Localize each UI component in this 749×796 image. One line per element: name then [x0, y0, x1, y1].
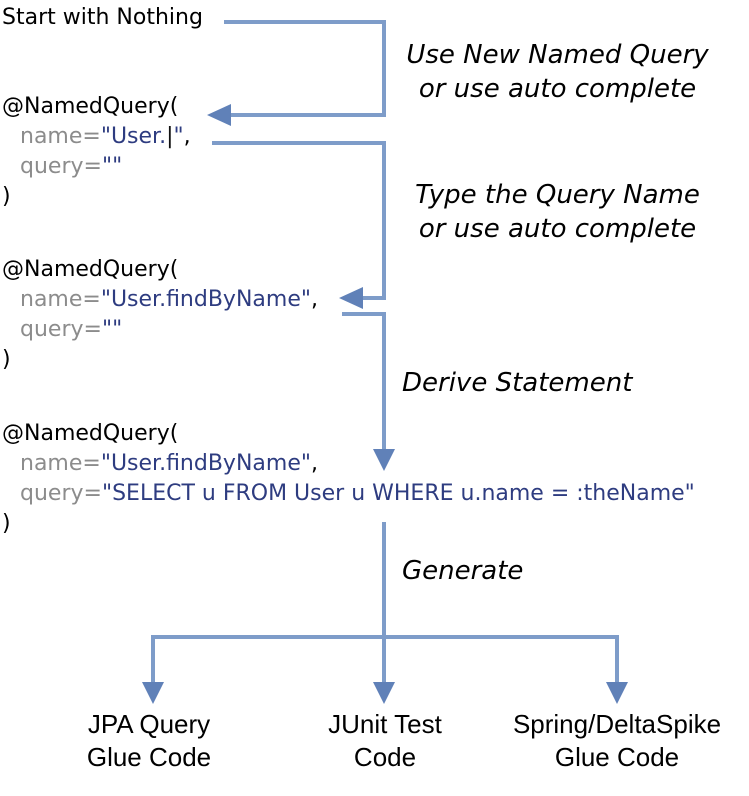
code-line: ) [2, 182, 191, 212]
code-line: query="" [2, 152, 191, 182]
output-label-line: Glue Code [86, 742, 212, 772]
code-block-1: @NamedQuery( name="User.|", query="" ) [2, 92, 191, 212]
code-line: ) [2, 509, 695, 539]
code-line: name="User.findByName", [2, 285, 318, 315]
text-cursor: | [166, 124, 174, 149]
code-token-name-string: "User. [100, 124, 167, 149]
output-label-line: Glue Code [554, 742, 680, 772]
code-token-query-string: "SELECT u FROM User u WHERE u.name = :th… [101, 481, 695, 506]
arrowhead-down-left-icon [142, 682, 164, 704]
code-line: name="User.findByName", [2, 449, 695, 479]
code-token-name-string: "User.findByName" [100, 287, 311, 312]
annotation-line: or use auto complete [418, 214, 697, 244]
code-token-name-key: name= [20, 451, 101, 476]
code-token-query-key: query= [20, 154, 102, 179]
code-token-name-string: "User.findByName" [100, 451, 311, 476]
code-token-query-string: "" [101, 317, 123, 342]
code-token-close-paren: ) [2, 347, 11, 372]
code-line: @NamedQuery( [2, 255, 318, 285]
code-token-name-string: " [173, 124, 184, 149]
code-token-query-string: "" [101, 154, 123, 179]
code-line: @NamedQuery( [2, 419, 695, 449]
connector-start-to-block1 [224, 20, 386, 117]
annotation-line: Type the Query Name [415, 180, 700, 210]
code-token-comma: , [310, 451, 318, 476]
code-token-name-key: name= [20, 124, 101, 149]
code-line: query="" [2, 315, 318, 345]
output-jpa-query-glue-code: JPA Query Glue Code [29, 708, 269, 774]
annotation-line: or use auto complete [418, 74, 697, 104]
annotation-derive-statement: Derive Statement [402, 368, 633, 398]
code-line: @NamedQuery( [2, 92, 191, 122]
output-label-line: JPA Query [87, 709, 211, 739]
output-label-line: Spring/DeltaSpike [512, 709, 722, 739]
output-label-line: Code [353, 742, 417, 772]
code-token-query-key: query= [20, 481, 102, 506]
code-block-2: @NamedQuery( name="User.findByName", que… [2, 255, 318, 375]
code-token-close-paren: ) [2, 511, 11, 536]
code-token-name-key: name= [20, 287, 101, 312]
code-line: name="User.|", [2, 122, 191, 152]
output-spring-deltaspike-glue-code: Spring/DeltaSpike Glue Code [477, 708, 749, 774]
code-token-close-paren: ) [2, 184, 11, 209]
annotation-generate: Generate [402, 556, 524, 586]
annotation-use-new-named-query: Use New Named Query or use auto complete [390, 38, 725, 106]
arrowhead-left-block1-icon [207, 104, 231, 126]
code-line: ) [2, 345, 318, 375]
code-block-3: @NamedQuery( name="User.findByName", que… [2, 419, 695, 539]
arrowhead-down-middle-icon [373, 682, 395, 704]
arrowhead-left-block2-icon [339, 287, 363, 309]
start-label: Start with Nothing [2, 5, 203, 30]
output-junit-test-code: JUnit Test Code [265, 708, 505, 774]
code-token-annotation: @NamedQuery( [2, 421, 179, 446]
code-line: query="SELECT u FROM User u WHERE u.name… [2, 479, 695, 509]
code-token-comma: , [183, 124, 191, 149]
arrowhead-down-right-icon [606, 682, 628, 704]
code-token-comma: , [310, 287, 318, 312]
output-label-line: JUnit Test [328, 709, 442, 739]
code-token-query-key: query= [20, 317, 102, 342]
code-token-annotation: @NamedQuery( [2, 257, 179, 282]
annotation-line: Use New Named Query [406, 40, 709, 70]
annotation-type-query-name: Type the Query Name or use auto complete [390, 178, 725, 246]
code-token-annotation: @NamedQuery( [2, 94, 179, 119]
